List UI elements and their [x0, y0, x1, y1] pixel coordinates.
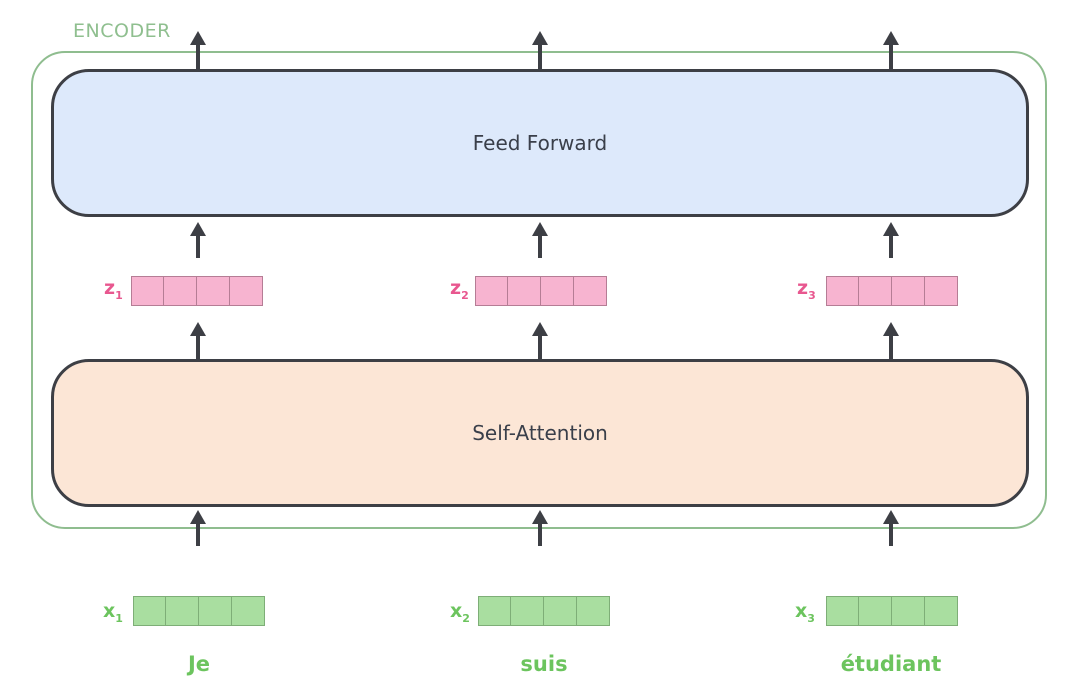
output-arrow-3 — [881, 31, 901, 69]
x-to-sa-arrow-1 — [188, 510, 208, 546]
x2-vector — [478, 596, 610, 626]
z-to-ff-arrow-1 — [188, 222, 208, 258]
z-to-ff-arrow-2 — [530, 222, 550, 258]
self-attention-layer: Self-Attention — [51, 359, 1029, 507]
output-arrow-2 — [530, 31, 550, 69]
input-word-2: suis — [520, 652, 568, 676]
z2-vector — [475, 276, 607, 306]
feed-forward-layer: Feed Forward — [51, 69, 1029, 217]
z3-label: z3 — [797, 277, 816, 302]
z2-label: z2 — [450, 277, 469, 302]
z3-vector — [826, 276, 958, 306]
x3-vector — [826, 596, 958, 626]
x1-label: x1 — [103, 600, 123, 625]
x3-label: x3 — [795, 600, 815, 625]
input-word-3: étudiant — [840, 652, 942, 676]
z1-vector — [131, 276, 263, 306]
x2-label: x2 — [450, 600, 470, 625]
encoder-label: ENCODER — [73, 20, 171, 42]
z-to-ff-arrow-3 — [881, 222, 901, 258]
input-word-1: Je — [187, 652, 211, 676]
x-to-sa-arrow-2 — [530, 510, 550, 546]
x1-vector — [133, 596, 265, 626]
z1-label: z1 — [104, 277, 123, 302]
output-arrow-1 — [188, 31, 208, 69]
sa-to-z-arrow-2 — [530, 322, 550, 359]
sa-to-z-arrow-1 — [188, 322, 208, 359]
sa-to-z-arrow-3 — [881, 322, 901, 359]
x-to-sa-arrow-3 — [881, 510, 901, 546]
